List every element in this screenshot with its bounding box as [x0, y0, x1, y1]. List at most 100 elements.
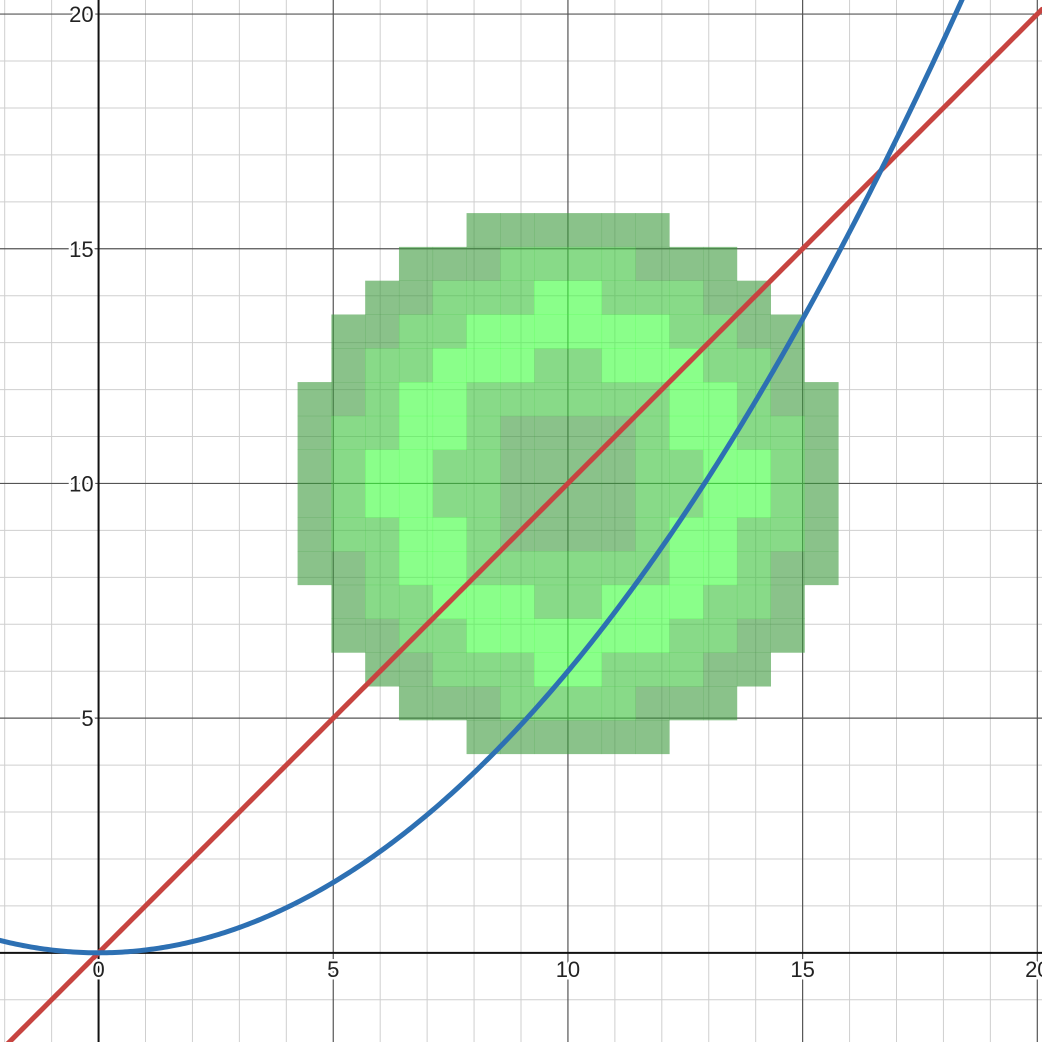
- heatmap-cell: [365, 618, 400, 653]
- heatmap-cell: [635, 483, 670, 518]
- heatmap-cell: [736, 483, 772, 518]
- heatmap-cell: [534, 415, 569, 450]
- heatmap-cell: [365, 483, 400, 518]
- heatmap-cell: [770, 517, 805, 552]
- heatmap-cell: [466, 652, 501, 687]
- heatmap-cell: [534, 551, 569, 586]
- heatmap-cell: [770, 584, 805, 619]
- heatmap-cell: [567, 415, 603, 450]
- heatmap-cell: [601, 348, 636, 383]
- heatmap-cell: [466, 618, 501, 653]
- heatmap-cell: [365, 584, 400, 619]
- heatmap-cell: [804, 483, 839, 518]
- heatmap-cell: [703, 686, 738, 721]
- heatmap-cell: [669, 415, 704, 450]
- heatmap-cell: [365, 280, 400, 315]
- heatmap-cell: [703, 618, 738, 653]
- heatmap-cell: [703, 517, 738, 552]
- heatmap-cell: [534, 584, 569, 619]
- heatmap-cell: [736, 517, 772, 552]
- heatmap-cell: [703, 584, 738, 619]
- heatmap-cell: [736, 618, 772, 653]
- heatmap-cell: [669, 449, 704, 484]
- heatmap-cell: [736, 348, 772, 383]
- heatmap-cell: [703, 280, 738, 315]
- heatmap-cell: [770, 382, 805, 417]
- heatmap-cell: [567, 517, 603, 552]
- heatmap-cell: [669, 551, 704, 586]
- heatmap-cell: [297, 382, 332, 417]
- heatmap-cell: [703, 483, 738, 518]
- heatmap-cell: [398, 246, 434, 281]
- heatmap-cell: [635, 652, 670, 687]
- heatmap-cell: [432, 652, 467, 687]
- heatmap-cell: [534, 720, 569, 755]
- heatmap-cell: [331, 449, 366, 484]
- heatmap-cell: [534, 382, 569, 417]
- heatmap-cell: [398, 551, 434, 586]
- heatmap-cell: [500, 483, 535, 518]
- heatmap-cell: [331, 517, 366, 552]
- heatmap-cell: [432, 618, 467, 653]
- heatmap-cell: [736, 314, 772, 349]
- heatmap-cell: [331, 584, 366, 619]
- series-line-y-equals-x: [5, 6, 1042, 1042]
- heatmap-cell: [804, 551, 839, 586]
- heatmap-cell: [466, 382, 501, 417]
- heatmap-cell: [365, 551, 400, 586]
- heatmap-cell: [567, 246, 603, 281]
- heatmap-cell: [466, 686, 501, 721]
- heatmap-cell: [398, 517, 434, 552]
- tick-labels: 051015205101520: [67, 0, 1042, 984]
- heatmap-cell: [500, 415, 535, 450]
- heatmap-cell: [703, 652, 738, 687]
- heatmap-cell: [466, 584, 501, 619]
- heatmap-cell: [669, 246, 704, 281]
- heatmap-cell: [432, 686, 467, 721]
- heatmap-cell: [669, 382, 704, 417]
- heatmap-cell: [567, 551, 603, 586]
- heatmap-cell: [804, 382, 839, 417]
- heatmap-cell: [466, 348, 501, 383]
- heatmap-cell: [736, 449, 772, 484]
- heatmap-cell: [432, 517, 467, 552]
- heatmap-cell: [534, 314, 569, 349]
- heatmap-cell: [703, 382, 738, 417]
- heatmap-cell: [635, 213, 670, 248]
- heatmap-cell: [804, 449, 839, 484]
- heatmap-cell: [500, 280, 535, 315]
- heatmap-cell: [466, 314, 501, 349]
- heatmap-cell: [669, 314, 704, 349]
- heatmap-cell: [365, 415, 400, 450]
- heatmap-cell: [500, 551, 535, 586]
- heatmap-cell: [432, 246, 467, 281]
- heatmap-cell: [770, 449, 805, 484]
- heatmap-cell: [500, 246, 535, 281]
- heatmap-cell: [534, 449, 569, 484]
- heatmap-cell: [635, 415, 670, 450]
- heatmap-cell: [365, 348, 400, 383]
- heatmap-cell: [500, 652, 535, 687]
- x-tick-label: 15: [790, 957, 814, 982]
- x-tick-label: 20: [1025, 957, 1042, 982]
- heatmap-cell: [736, 652, 772, 687]
- heatmap-cell: [669, 584, 704, 619]
- heatmap-cell: [432, 415, 467, 450]
- heatmap-cell: [601, 314, 636, 349]
- heatmap-cell: [466, 483, 501, 518]
- heatmap-cell: [770, 415, 805, 450]
- heatmap-cell: [601, 382, 636, 417]
- heatmap-cell: [365, 449, 400, 484]
- heatmap-cell: [365, 382, 400, 417]
- heatmap-cell: [534, 618, 569, 653]
- heatmap-cell: [601, 517, 636, 552]
- heatmap-cell: [398, 584, 434, 619]
- heatmap-cell: [601, 652, 636, 687]
- heatmap-cell: [669, 517, 704, 552]
- heatmap-cell: [601, 686, 636, 721]
- heatmap-cell: [500, 213, 535, 248]
- heatmap-cell: [297, 415, 332, 450]
- heatmap-cell: [567, 280, 603, 315]
- heatmap-cell: [331, 618, 366, 653]
